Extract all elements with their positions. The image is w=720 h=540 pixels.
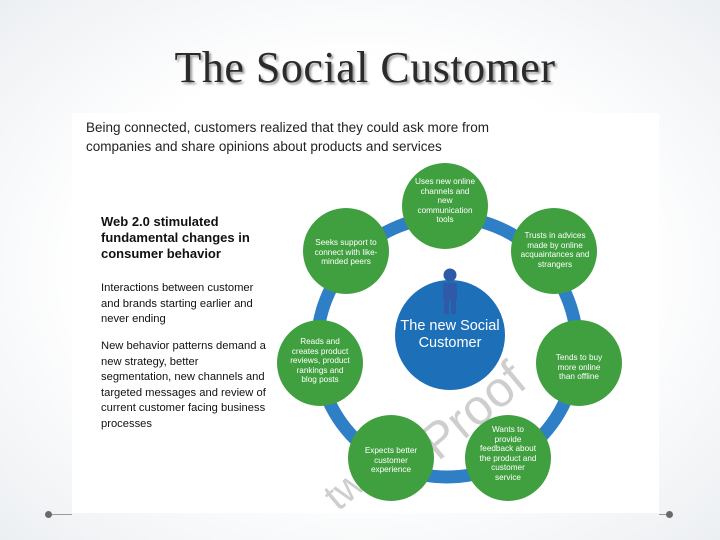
person-icon (443, 268, 457, 314)
figure-panel: Being connected, customers realized that… (72, 113, 659, 513)
bubble-experience (348, 415, 434, 501)
slide-bullet-left (45, 511, 52, 518)
bubble-support-label: Seeks support to connect with like-minde… (314, 238, 378, 267)
center-label: The new Social Customer (400, 318, 500, 351)
bubble-new-channels-label: Uses new online channels and new communi… (414, 177, 476, 225)
bubble-feedback (465, 415, 551, 501)
bottom-rule-right (659, 514, 669, 515)
intro-text: Being connected, customers realized that… (86, 120, 489, 154)
bubble-trusts-advice-label: Trusts in advices made by online acquain… (520, 231, 590, 269)
side-paragraph-1: Interactions between customer and brands… (101, 282, 254, 325)
slide-title: The Social Customer (174, 43, 556, 92)
bubble-trusts-advice (511, 208, 597, 294)
side-paragraph-2: New behavior patterns demand a new strat… (101, 340, 266, 430)
bubble-buy-online-label: Tends to buy more online than offline (555, 353, 603, 382)
side-heading: Web 2.0 stimulated fundamental changes i… (101, 214, 250, 261)
bubble-feedback-label: Wants to provide feedback about the prod… (479, 425, 537, 482)
slide-bullet-right (666, 511, 673, 518)
bubble-reviews-label: Reads and creates product reviews, produ… (290, 337, 350, 385)
center-circle (395, 280, 505, 390)
bubble-reviews (277, 320, 363, 406)
bubble-experience-label: Expects better customer experience (364, 446, 418, 475)
bottom-rule-left (52, 514, 72, 515)
bubble-buy-online (536, 320, 622, 406)
bubble-new-channels (402, 163, 488, 249)
bubble-support (303, 208, 389, 294)
